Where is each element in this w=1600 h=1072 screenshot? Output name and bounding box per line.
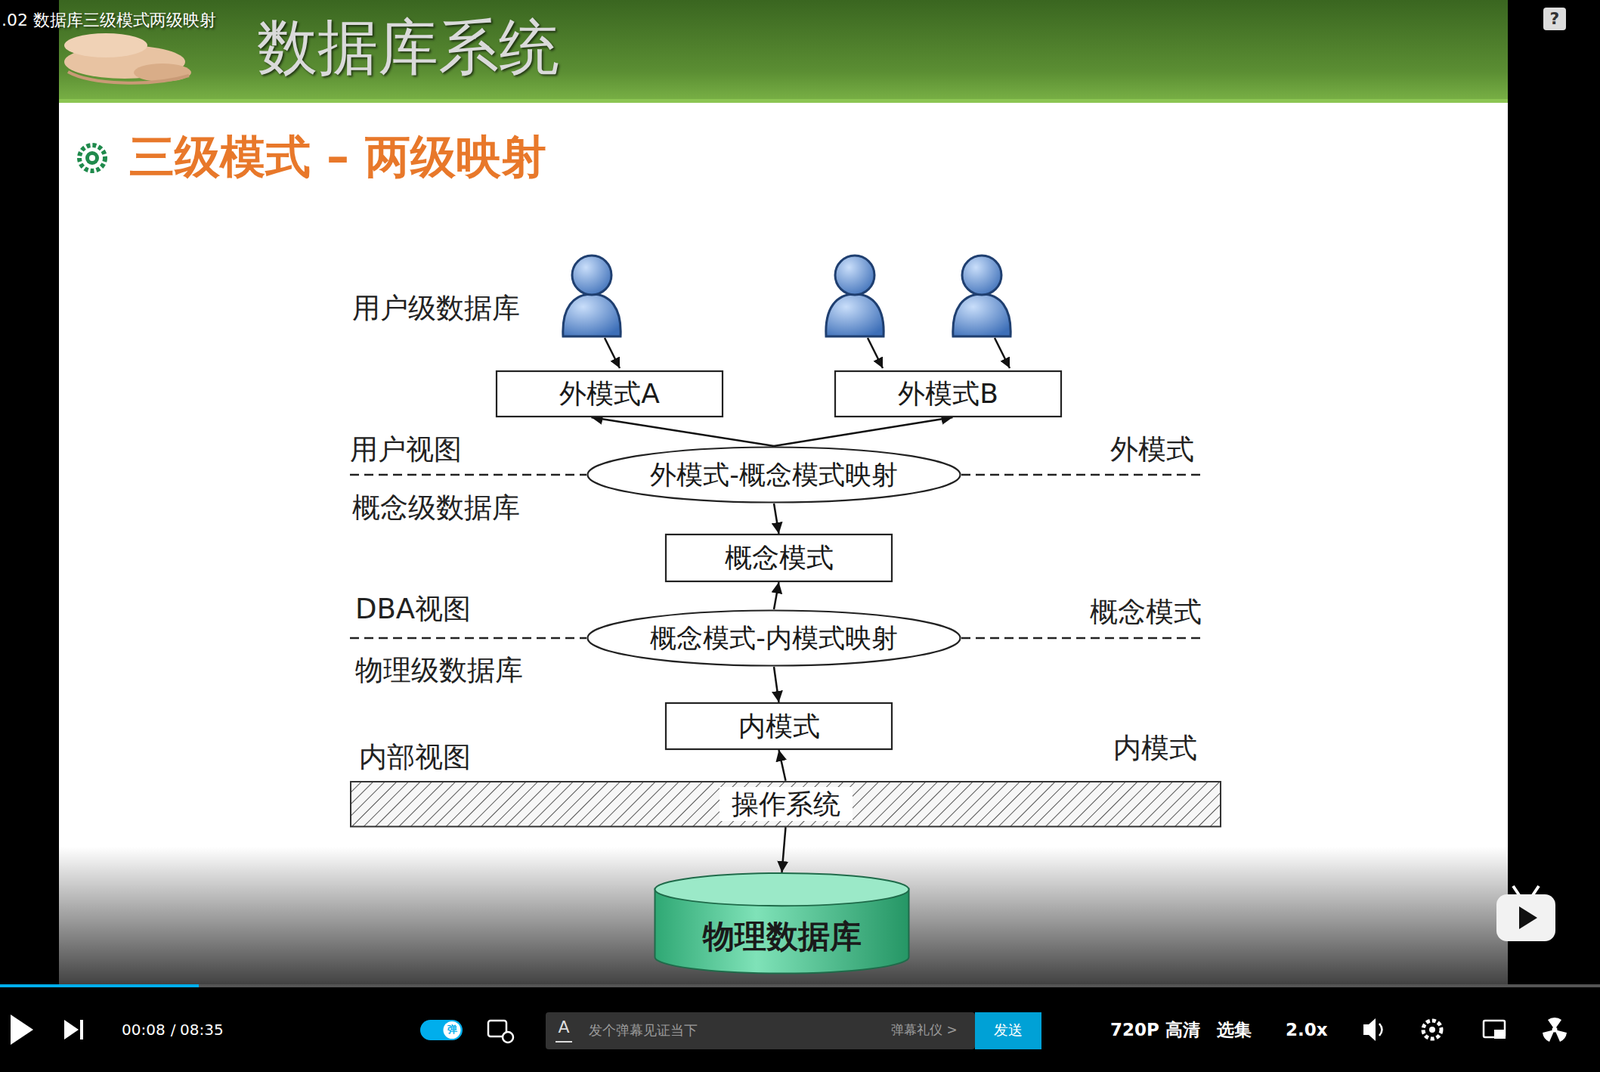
mapping-ellipse: 外模式-概念模式映射 [586, 445, 962, 504]
level-label: DBA视图 [355, 593, 471, 626]
input-placeholder: 发个弹幕见证当下 [588, 1022, 698, 1039]
level-label: 内模式 [1113, 732, 1198, 765]
level-label: 用户视图 [349, 433, 462, 467]
episodes-button: 选集 [1216, 1019, 1252, 1040]
help-mark: ? [1550, 9, 1560, 28]
user-arrow [604, 337, 1010, 369]
os-band: 操作系统 [349, 780, 1222, 827]
settings-icon [1423, 1020, 1442, 1039]
danmaku-input [545, 1011, 975, 1050]
toggle-knob [443, 1021, 462, 1039]
next-icon [64, 1019, 84, 1040]
level-label: 内部视图 [358, 741, 471, 774]
progress-played [0, 984, 199, 988]
node-text: 外模式B [897, 377, 999, 409]
schema-box: 外模式A [495, 370, 724, 418]
node-text: 概念模式 [724, 541, 834, 573]
speed-button: 2.0x [1285, 1019, 1328, 1040]
mapping-arrow [773, 417, 954, 446]
player-shade [58, 846, 1508, 986]
header-stripe [58, 99, 1508, 103]
user-icon [826, 255, 884, 337]
node-text: 外模式-概念模式映射 [649, 459, 898, 490]
send-button [974, 1011, 1042, 1050]
level-label: 物理级数据库 [355, 654, 524, 688]
node-text: 内模式 [738, 710, 821, 742]
slide-ground [58, 0, 1508, 986]
fullscreen-icon [1542, 1017, 1567, 1042]
mapping-arrow [773, 581, 780, 610]
user-icon [953, 255, 1011, 337]
text-style-underline [555, 1040, 573, 1043]
slide-title: 三级模式 – 两级映射 [129, 130, 547, 183]
danmaku-toggle [420, 1019, 463, 1040]
gear-bullet [79, 145, 106, 171]
help-icon [1543, 7, 1566, 31]
toggle-letter: 弹 [447, 1024, 458, 1036]
volume-icon [1363, 1018, 1383, 1041]
node-text: 物理数据库 [702, 918, 862, 955]
text-style-icon: A [557, 1017, 570, 1037]
time-total: 08:35 [179, 1021, 224, 1039]
mapping-arrow [779, 749, 787, 781]
mapping-arrow [591, 417, 774, 446]
node-text: 操作系统 [719, 786, 853, 821]
level-label: 外模式 [1110, 433, 1195, 467]
user-icon [563, 255, 621, 337]
level-label: 用户级数据库 [352, 292, 520, 325]
tv-mascot-icon [1496, 885, 1556, 941]
schema-box: 概念模式 [665, 533, 893, 582]
time-current: 00:08 [121, 1021, 166, 1039]
etiquette-link: 弹幕礼仪 > [891, 1022, 958, 1038]
schema-box: 内模式 [665, 702, 893, 750]
hands-picture [64, 33, 192, 84]
play-icon [10, 1014, 34, 1045]
database-cylinder: 物理数据库 [653, 872, 910, 975]
node-text: 外模式A [559, 377, 660, 409]
send-label: 发送 [993, 1021, 1023, 1039]
mapping-arrow [782, 826, 787, 873]
level-label: 概念级数据库 [352, 492, 520, 525]
progress-track [0, 984, 1600, 988]
header-text: 数据库系统 [256, 12, 560, 83]
time-separator: / [170, 1021, 177, 1039]
node-text: 概念模式-内模式映射 [649, 622, 898, 653]
danmaku-settings-icon [488, 1020, 514, 1043]
schema-box: 外模式B [834, 370, 1062, 418]
mapping-arrow [773, 503, 780, 534]
slide-header-bar [58, 0, 1508, 103]
quality-button: 720P 高清 [1110, 1019, 1201, 1040]
video-title: .02 数据库三级模式两级映射 [1, 10, 217, 30]
pip-icon [1483, 1020, 1506, 1039]
level-label: 概念模式 [1089, 596, 1202, 629]
mapping-arrow [773, 666, 780, 703]
mapping-ellipse: 概念模式-内模式映射 [586, 609, 962, 667]
